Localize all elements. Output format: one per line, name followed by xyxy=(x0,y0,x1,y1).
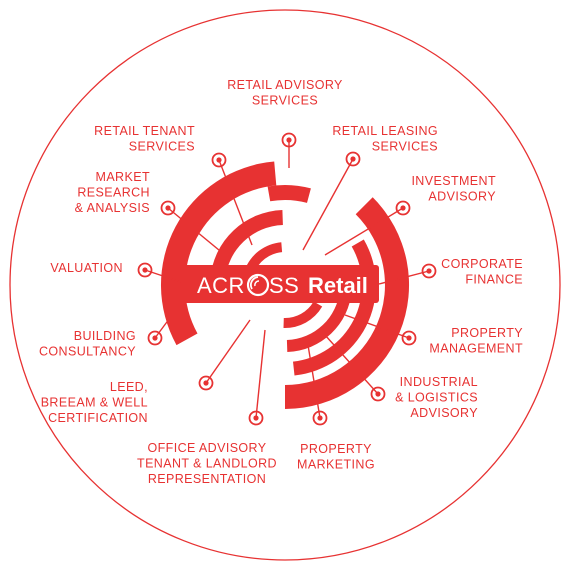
target-icon xyxy=(312,410,328,426)
spoke-property-marketing xyxy=(307,344,321,419)
service-label-line: BREEAM & WELL xyxy=(41,396,148,410)
target-icon xyxy=(160,200,176,216)
spoke-property-management xyxy=(344,314,410,339)
service-label-line: RETAIL TENANT xyxy=(94,124,195,138)
service-label-line: ADVISORY xyxy=(410,406,478,420)
service-label-line: BUILDING xyxy=(74,329,136,343)
service-label-line: MARKET xyxy=(96,170,151,184)
target-icon xyxy=(395,200,411,216)
brand-suffix: SS xyxy=(269,273,299,298)
spoke-market-research xyxy=(167,207,226,256)
service-label-line: SERVICES xyxy=(372,140,438,154)
target-icon xyxy=(248,410,264,426)
target-icon xyxy=(345,151,361,167)
service-label-retail-advisory: RETAIL ADVISORY SERVICES xyxy=(227,78,343,108)
target-icon xyxy=(401,330,417,346)
service-label-line: RETAIL LEASING xyxy=(332,124,438,138)
service-label-corporate-finance: CORPORATE FINANCE xyxy=(441,257,523,287)
spoke-retail-leasing xyxy=(302,158,354,251)
spoke-corporate-finance xyxy=(378,270,430,285)
brand-logo-icon xyxy=(246,273,270,297)
hub-arc-3 xyxy=(210,210,283,280)
service-label-line: RETAIL ADVISORY xyxy=(227,78,343,92)
service-labels: RETAIL ADVISORY SERVICES RETAIL LEASING SER… xyxy=(39,78,523,486)
service-label-line: OFFICE ADVISORY xyxy=(148,441,267,455)
target-icon xyxy=(211,152,227,168)
service-label-line: VALUATION xyxy=(50,261,123,275)
service-label-line: FINANCE xyxy=(465,273,523,287)
hub-arc-2 xyxy=(267,184,311,203)
target-icon xyxy=(147,330,163,346)
target-icon xyxy=(137,262,153,278)
spoke-industrial-logistics xyxy=(324,334,379,395)
service-label-line: CERTIFICATION xyxy=(48,411,148,425)
service-label-market-research: MARKET RESEARCH& ANALYSIS xyxy=(75,170,150,215)
service-label-investment-advisory: INVESTMENT ADVISORY xyxy=(411,174,496,204)
spoke-retail-tenant xyxy=(218,159,253,246)
outer-boundary-circle xyxy=(9,9,561,561)
brand-bar xyxy=(181,265,379,303)
hub-arc-5 xyxy=(285,197,410,410)
service-label-line: SERVICES xyxy=(129,140,195,154)
service-label-line: TENANT & LANDLORD xyxy=(137,457,277,471)
service-label-line: SERVICES xyxy=(252,94,318,108)
service-label-line: LEED, xyxy=(110,380,148,394)
hub-arc-1 xyxy=(160,161,277,346)
service-label-retail-leasing: RETAIL LEASING SERVICES xyxy=(332,124,438,154)
hub-arc-8 xyxy=(283,301,323,329)
spoke-office-advisory xyxy=(255,329,266,419)
spoke-investment-advisory xyxy=(324,207,404,256)
spokes xyxy=(137,132,437,426)
service-label-line: PROPERTY xyxy=(451,326,523,340)
service-label-line: MARKETING xyxy=(297,458,375,472)
spoke-leed-breeam xyxy=(205,319,251,384)
brand-banner: ACR SS Retail xyxy=(181,265,379,303)
service-label-valuation: VALUATION xyxy=(50,261,123,275)
target-icon xyxy=(281,132,297,148)
service-label-line: INVESTMENT xyxy=(411,174,496,188)
target-icon xyxy=(421,263,437,279)
service-label-line: RESEARCH xyxy=(77,186,150,200)
brand-product: Retail xyxy=(308,273,368,298)
service-label-line: MANAGEMENT xyxy=(429,342,523,356)
service-label-line: REPRESENTATION xyxy=(148,472,266,486)
hub-arc-6 xyxy=(293,239,376,376)
target-icon xyxy=(370,386,386,402)
service-label-line: & ANALYSIS xyxy=(75,201,150,215)
service-label-line: PROPERTY xyxy=(300,442,372,456)
service-label-line: ADVISORY xyxy=(428,190,496,204)
service-label-line: CONSULTANCY xyxy=(39,345,136,359)
service-label-property-marketing: PROPERTY MARKETING xyxy=(297,442,375,472)
service-label-building-consultancy: BUILDING CONSULTANCY xyxy=(39,329,136,359)
service-label-line: INDUSTRIAL xyxy=(400,375,478,389)
service-label-property-management: PROPERTY MANAGEMENT xyxy=(429,326,523,356)
service-label-line: CORPORATE xyxy=(441,257,523,271)
service-label-retail-tenant: RETAIL TENANT SERVICES xyxy=(94,124,195,154)
target-icon xyxy=(198,375,214,391)
service-label-line: & LOGISTICS xyxy=(395,391,478,405)
brand-prefix: ACR xyxy=(197,273,245,298)
